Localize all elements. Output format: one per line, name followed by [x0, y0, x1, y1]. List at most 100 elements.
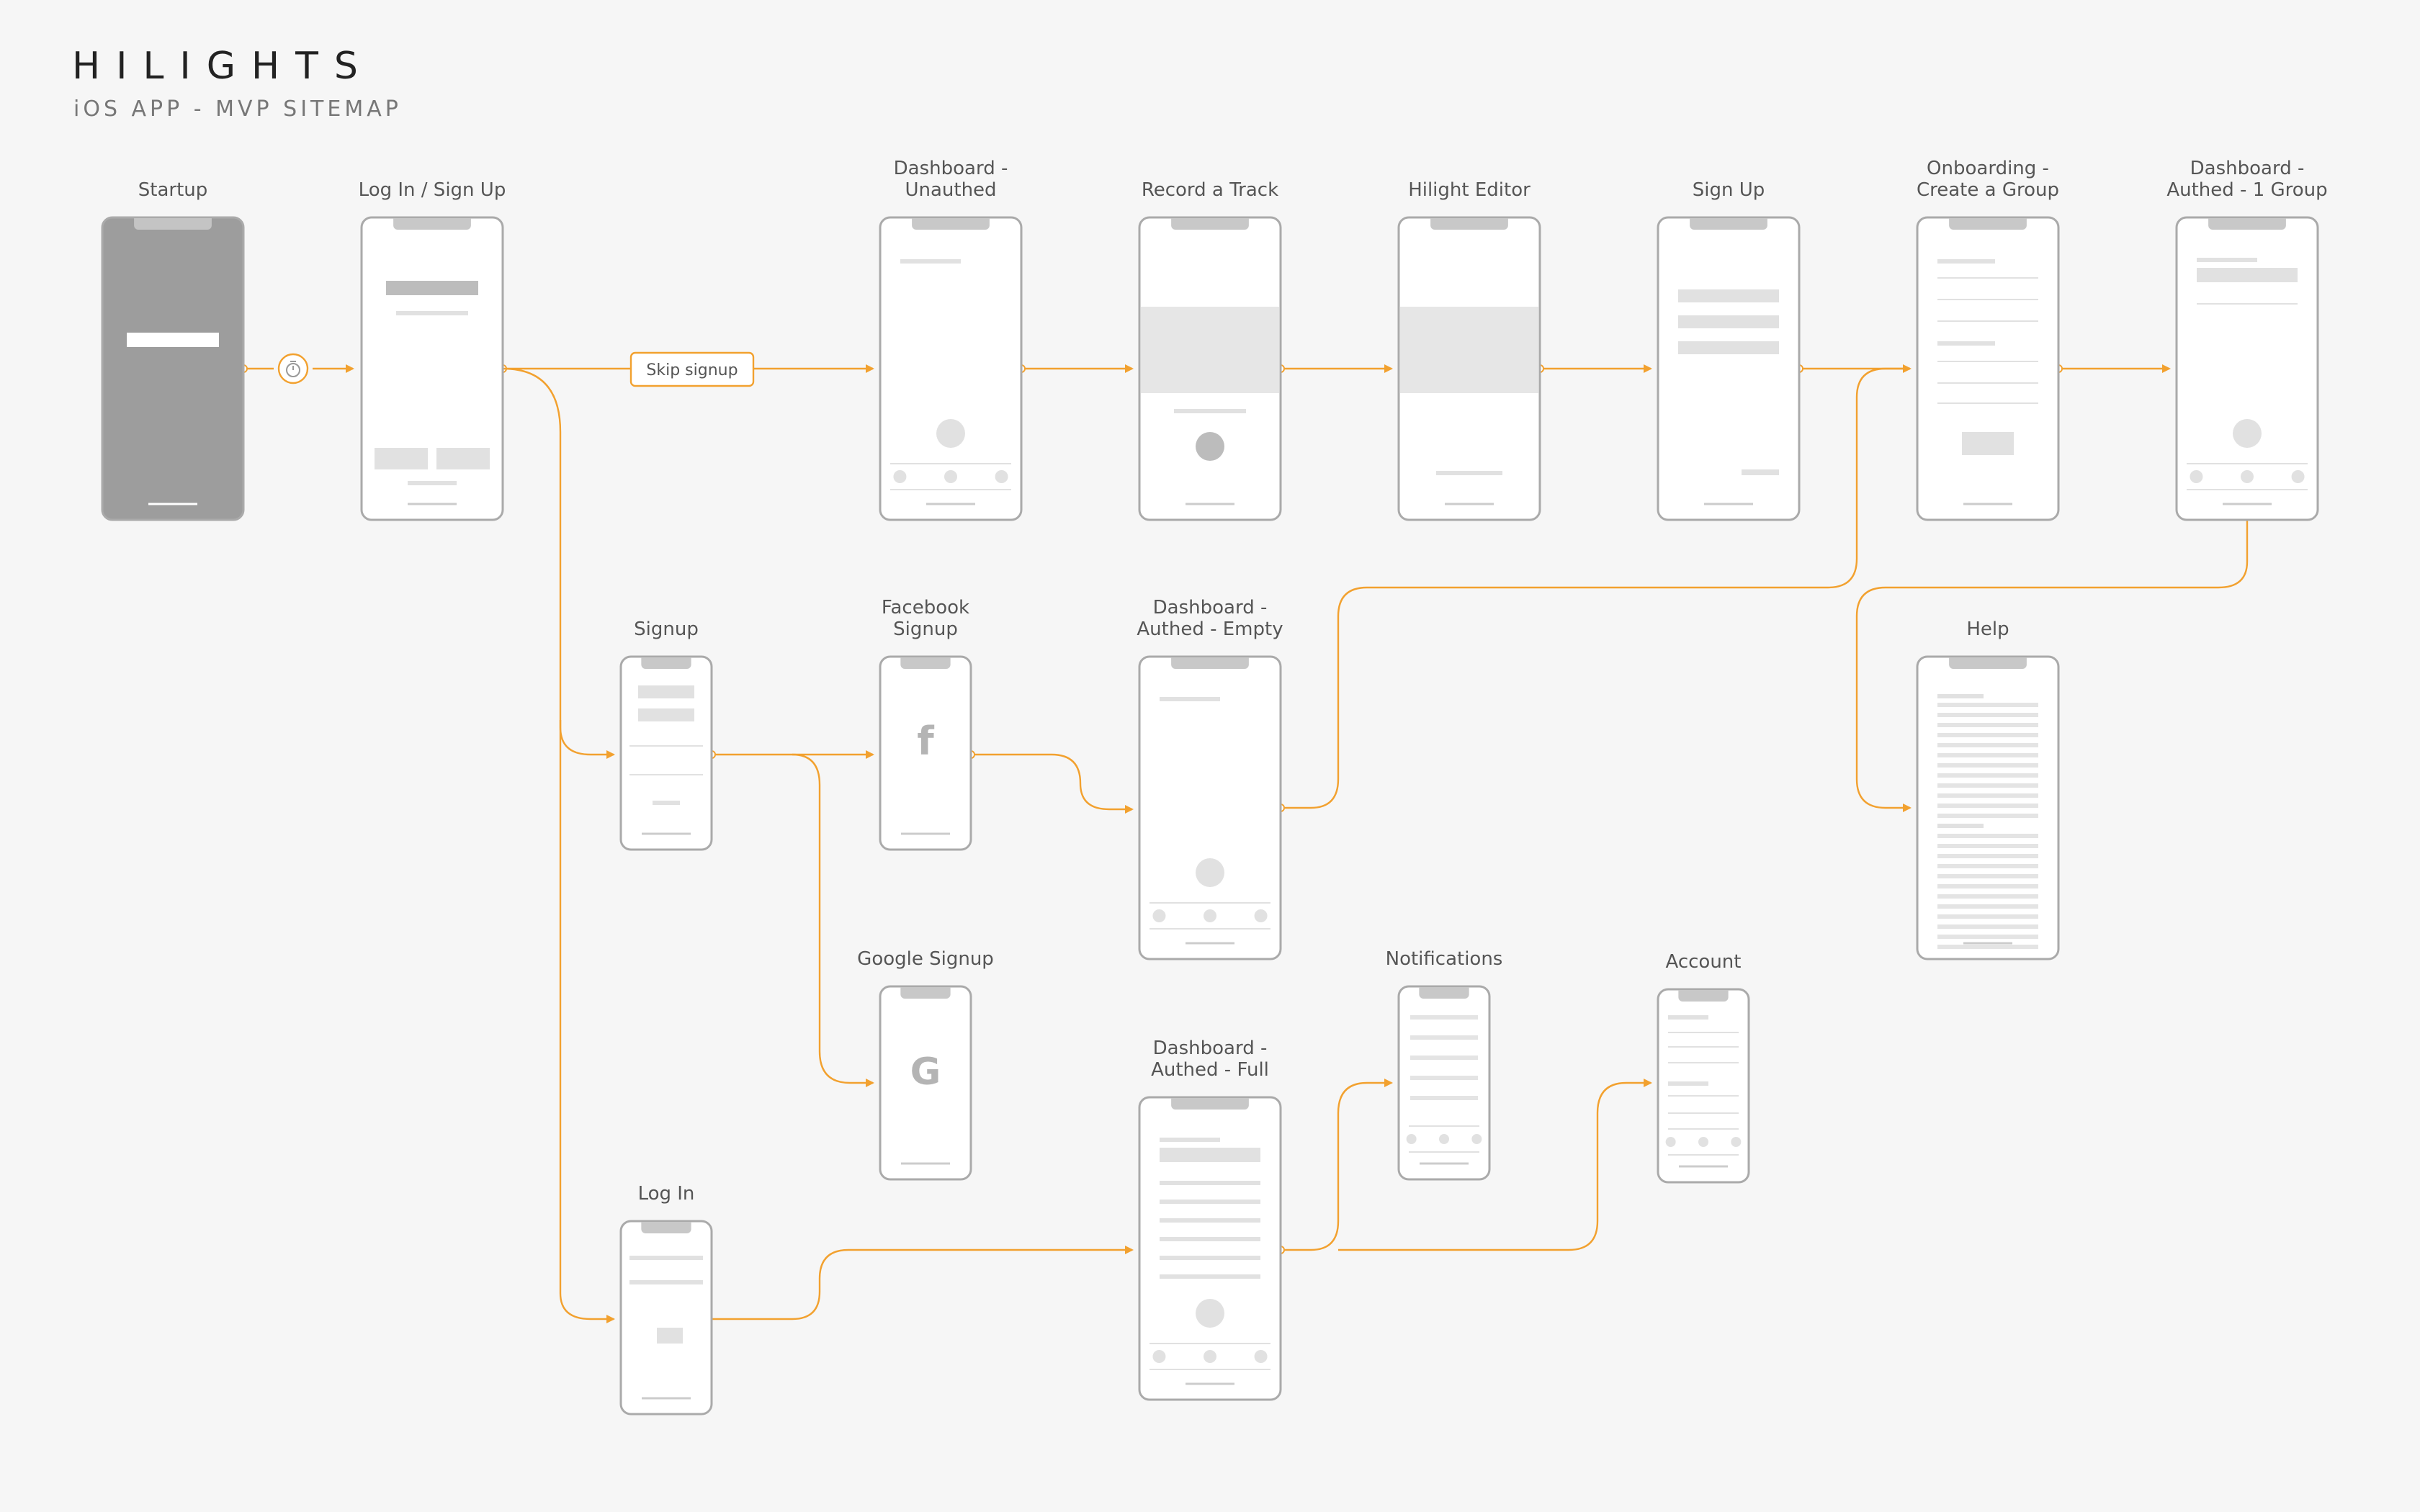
- screen-startup[interactable]: [101, 216, 245, 521]
- group-card: [1160, 1148, 1260, 1162]
- screen-label-dashboard-unauthed: Dashboard -: [894, 158, 1008, 179]
- notification-line: [1410, 1076, 1478, 1080]
- notification-line: [1410, 1056, 1478, 1060]
- login-option-button: [436, 448, 490, 469]
- text-bar: [1436, 471, 1502, 475]
- phone-notch: [1690, 218, 1767, 230]
- screens: fG: [101, 216, 2319, 1416]
- list-item-line: [1160, 1274, 1260, 1279]
- text-line: [1937, 864, 2038, 868]
- text-bar: [1174, 409, 1246, 413]
- heading-bar: [1937, 259, 1995, 264]
- screen-hilight-editor[interactable]: [1397, 216, 1541, 521]
- tab-bar-icon-1: [1152, 909, 1166, 922]
- tab-bar-icon-2: [944, 470, 957, 483]
- screen-sign-up[interactable]: [1657, 216, 1801, 521]
- phone-notch: [912, 218, 990, 230]
- record-button-placeholder: [2233, 419, 2262, 448]
- connector-line: [971, 753, 1132, 811]
- screen-label-account: Account: [1666, 951, 1742, 973]
- tab-bar-icon-3: [995, 470, 1008, 483]
- record-button: [1196, 432, 1224, 461]
- phone-notch: [1949, 657, 2027, 669]
- screen-signup[interactable]: [619, 655, 713, 851]
- input-placeholder: [638, 708, 694, 721]
- screen-google-signup[interactable]: G: [879, 985, 972, 1181]
- arrowhead: [1125, 364, 1134, 373]
- heading-bar: [1668, 1015, 1708, 1020]
- arrowhead: [1125, 805, 1134, 814]
- phone-frame: [2175, 216, 2319, 521]
- group-card: [2197, 268, 2298, 282]
- tab-bar-icon-1: [1406, 1134, 1417, 1144]
- record-button-placeholder: [1196, 1299, 1224, 1328]
- arrowhead: [866, 1079, 874, 1087]
- tab-bar-icon-2: [1439, 1134, 1449, 1144]
- arrowhead: [1384, 364, 1393, 373]
- screen-label-dashboard-empty: Dashboard -: [1153, 597, 1268, 618]
- heading-bar: [1937, 341, 1995, 346]
- phone-notch: [1171, 1098, 1249, 1110]
- phone-frame: [1397, 985, 1491, 1181]
- connector-line: [1281, 1081, 1392, 1251]
- input-line: [629, 1256, 703, 1260]
- notification-line: [1410, 1015, 1478, 1020]
- screen-dashboard-1-group[interactable]: [2175, 216, 2319, 521]
- app-subtitle: iOS APP - MVP SITEMAP: [73, 96, 402, 122]
- phone-frame: [1138, 655, 1282, 960]
- screen-facebook-signup[interactable]: f: [879, 655, 972, 851]
- phone-notch: [1171, 218, 1249, 230]
- phone-notch: [1419, 987, 1469, 999]
- screen-help[interactable]: [1916, 655, 2060, 960]
- connector-line: [792, 753, 873, 1084]
- tab-bar-icon-1: [893, 470, 907, 483]
- tab-bar-icon-2: [1204, 1350, 1216, 1363]
- screen-notifications[interactable]: [1397, 985, 1491, 1181]
- arrowhead: [866, 750, 874, 759]
- screen-dashboard-empty[interactable]: [1138, 655, 1282, 960]
- screen-label-facebook-signup: Facebook: [882, 597, 969, 618]
- text-line: [1937, 733, 2038, 737]
- tab-bar-icon-3: [1471, 1134, 1482, 1144]
- text-line: [1937, 763, 2038, 768]
- connector-line: [1281, 367, 1910, 809]
- text-bar: [396, 311, 468, 315]
- tab-bar-icon-3: [1254, 909, 1268, 922]
- text-line: [1937, 844, 2038, 848]
- phone-notch: [1678, 990, 1729, 1002]
- facebook-icon: f: [917, 719, 934, 764]
- text-line: [1937, 753, 2038, 757]
- text-line: [1937, 935, 2038, 939]
- text-line: [1937, 743, 2038, 747]
- arrowhead: [1644, 1079, 1652, 1087]
- heading-bar: [1160, 697, 1220, 701]
- text-line: [1937, 783, 2038, 788]
- screen-label-dashboard-1-group: Dashboard -: [2190, 158, 2305, 179]
- tab-bar-icon-2: [1698, 1137, 1708, 1147]
- phone-notch: [641, 1222, 691, 1233]
- screen-account[interactable]: [1657, 988, 1750, 1184]
- phone-notch: [1430, 218, 1508, 230]
- text-line: [1937, 834, 2038, 838]
- arrowhead: [1644, 364, 1652, 373]
- screen-log-in[interactable]: [619, 1220, 713, 1416]
- screen-login-signup[interactable]: [360, 216, 504, 521]
- connector-line: [712, 1248, 1132, 1320]
- timer-icon: [277, 353, 309, 384]
- text-line: [1937, 924, 2038, 929]
- tab-bar-icon-2: [1204, 909, 1216, 922]
- screen-label-google-signup: Google Signup: [857, 948, 994, 970]
- signup-option-button: [375, 448, 428, 469]
- screen-dashboard-full[interactable]: [1138, 1096, 1282, 1401]
- screen-dashboard-unauthed[interactable]: [879, 216, 1023, 521]
- phone-frame: [1138, 1096, 1282, 1401]
- screen-onboarding-group[interactable]: [1916, 216, 2060, 521]
- arrowhead: [606, 750, 615, 759]
- text-line: [1937, 703, 2038, 707]
- text-line: [1937, 904, 2038, 909]
- text-line: [1937, 793, 2038, 798]
- tab-bar-icon-1: [2190, 470, 2203, 483]
- screen-record-track[interactable]: [1138, 216, 1282, 521]
- tab-bar-icon-1: [1152, 1350, 1166, 1363]
